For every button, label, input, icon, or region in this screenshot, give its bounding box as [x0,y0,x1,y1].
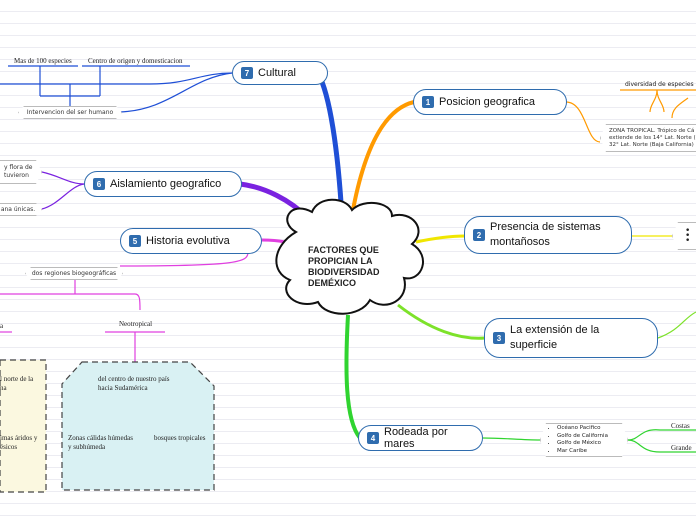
flora-line-2: tuvieron [4,172,29,179]
topic-number-badge: 2 [473,229,485,241]
left-box-line-2: na [0,383,7,392]
zonas-calidas[interactable]: Zonas cálidas húmedas y subhúmeda [68,434,133,452]
bosques-tropicales[interactable]: bosques tropicales [154,434,206,442]
topic-label: Aislamiento geografico [110,178,222,190]
topic-number-badge: 3 [493,332,505,344]
topic-label: Cultural [258,67,296,79]
topic-extension-superficie[interactable]: 3 La extensión de la superficie [484,318,658,358]
zonas-line-1: Zonas cálidas húmedas [68,434,133,442]
topic-label: La extensión de la superficie [510,324,600,351]
subtopic-mares-list[interactable]: Océano Pacifico Golfo de California Golf… [540,423,628,457]
branch-posicion [350,100,415,216]
left-region-box [0,359,47,493]
topic-historia-evolutiva[interactable]: 5 Historia evolutiva [120,228,262,254]
left-box-text-1: l norte de la na [0,375,33,393]
branch-historia [261,238,286,244]
neotropical-box [61,361,215,491]
mar-item: Mar Caribe [557,448,608,456]
subtopic-diversidad-especies[interactable]: diversidad de especies [625,81,694,88]
region-left-label[interactable]: a [0,322,4,330]
subtopic-especies-unicas[interactable]: ana únicas. [0,203,42,216]
subtopic-mas-100-especies[interactable]: Mas de 100 especies [14,57,72,65]
neo-desc-line-1: del centro de nuestro país [98,375,170,383]
subtopic-zona-tropical[interactable]: ZONA TROPICAL. Trópico de Cá extiende de… [600,124,696,152]
subtopic-dos-regiones[interactable]: dos regiones biogeográficas [25,267,123,280]
topic-label: Presencia de sistemas montañosos [490,221,601,248]
topic-label: Posicion geografica [439,96,536,108]
subtopic-intervencion-humano[interactable]: Intervencion del ser humano [18,106,122,119]
topic-posicion-geografica[interactable]: 1 Posicion geografica [413,89,567,115]
zona-line-2: extiende de los 14° Lat. Norte ( [609,134,696,141]
topic-number-badge: 6 [93,178,105,190]
topic-cultural[interactable]: 7 Cultural [232,61,328,85]
topic-number-badge: 1 [422,96,434,108]
zona-line-1: ZONA TROPICAL. Trópico de Cá [609,127,695,134]
topic-rodeada-por-mares[interactable]: 4 Rodeada por mares [358,425,483,451]
mar-item: Océano Pacifico [557,425,608,433]
subtopic-flora[interactable]: y flora de tuvieron [0,160,42,184]
mar-item: Golfo de California [557,433,608,441]
left-box-line-4: ésicos [0,442,18,451]
topic-number-badge: 7 [241,67,253,79]
topic-number-badge: 4 [367,432,379,444]
zona-line-3: 32° Lat. Norte (Baja California) [609,141,694,148]
region-neotropical-label[interactable]: Neotropical [119,320,153,328]
subtopic-costas[interactable]: Costas [671,422,690,430]
subtopic-centro-origen[interactable]: Centro de origen y domesticacion [88,57,183,65]
left-box-line-3: imas áridos y [0,434,38,442]
flora-line-1: y flora de [4,164,33,171]
topic-label: Rodeada por mares [384,426,448,450]
central-topic[interactable]: FACTORES QUE PROPICIAN LA BIODIVERSIDAD … [308,245,380,288]
subtopic-montanas-list[interactable]: ••• [672,222,696,250]
neotropical-description[interactable]: del centro de nuestro país hacia Sudamér… [98,375,170,393]
branch-superficie [397,303,486,340]
topic-label: Historia evolutiva [146,235,230,247]
branch-cultural [315,71,345,219]
mares-bullet-list: Océano Pacifico Golfo de California Golf… [541,425,608,455]
topic-sistemas-montanosos[interactable]: 2 Presencia de sistemas montañosos [464,216,632,254]
central-cloud [275,198,424,315]
zonas-line-2: y subhúmeda [68,442,106,451]
branch-montanas [415,234,466,244]
topic-number-badge: 5 [129,235,141,247]
topic-aislamiento-geografico[interactable]: 6 Aislamiento geografico [84,171,242,197]
neo-desc-line-2: hacia Sudamérica [98,383,148,392]
subtopic-grande[interactable]: Grande [671,444,692,452]
mar-item: Golfo de México [557,440,608,448]
branch-mares [344,314,362,440]
left-box-text-2: imas áridos y ésicos [0,434,37,452]
bullet-dots: ••• [685,225,691,246]
left-box-line-1: l norte de la [0,375,34,383]
